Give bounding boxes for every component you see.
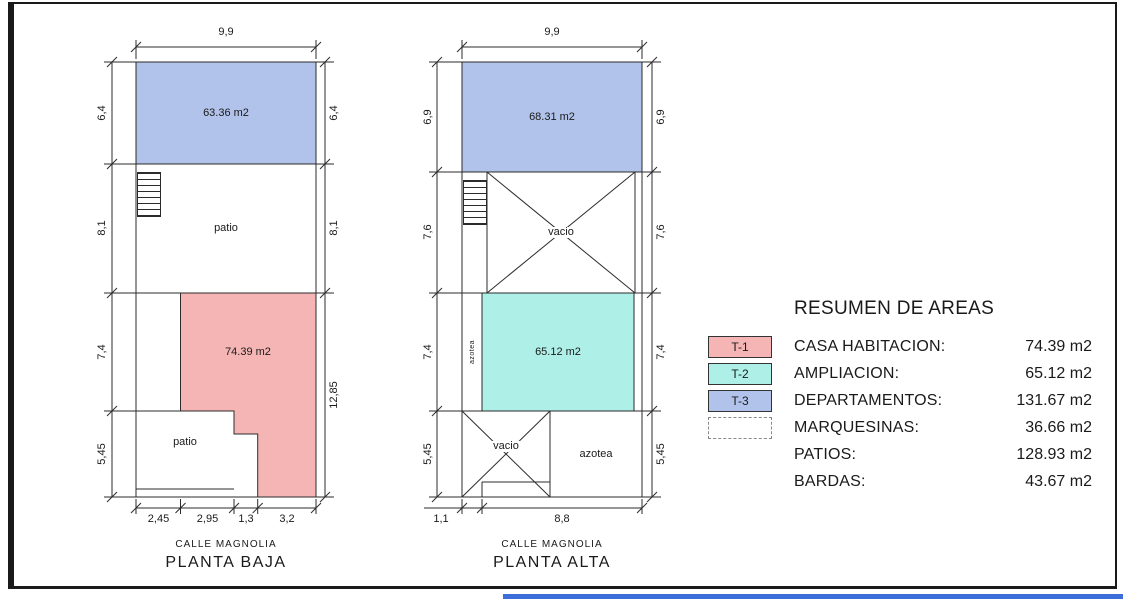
legend-label: CASA HABITACION: — [794, 337, 946, 355]
ampliacion-area — [481, 292, 635, 412]
dim-left-alta-0: 6,9 — [421, 109, 434, 125]
street-label-alta: CALLE MAGNOLIA — [501, 539, 603, 550]
legend-value: 128.93 m2 — [1016, 445, 1092, 463]
dim-left-baja-1: 8,1 — [95, 220, 108, 236]
legend: RESUMEN DE AREAS T-1 CASA HABITACION: 74… — [708, 298, 1092, 497]
area-label-departamentos-baja: 63.36 m2 — [203, 106, 249, 119]
street-label-baja: CALLE MAGNOLIA — [175, 539, 277, 550]
legend-row: T-2 AMPLIACION: 65.12 m2 — [708, 362, 1092, 385]
dim-left-baja-3: 5,45 — [95, 443, 108, 465]
legend-label: MARQUESINAS: — [794, 418, 920, 436]
departamentos-area-alta — [461, 61, 643, 173]
legend-row: T-3 DEPARTAMENTOS: 131.67 m2 — [708, 389, 1092, 412]
plan-baja-shapes — [135, 61, 317, 498]
dim-right-alta-0: 6,9 — [654, 109, 667, 125]
dim-right-baja-1: 8,1 — [327, 220, 340, 236]
legend-row: T-1 CASA HABITACION: 74.39 m2 — [708, 335, 1092, 358]
legend-value: 43.67 m2 — [1025, 472, 1092, 490]
dim-right-alta-1: 7,6 — [654, 224, 667, 240]
vacio-bottom-label: vacio — [462, 411, 550, 482]
dim-left-baja-0: 6,4 — [95, 105, 108, 121]
azotea-side-label: azotea — [468, 339, 476, 365]
vacio-mid-text: vacio — [545, 227, 577, 238]
legend-value: 131.67 m2 — [1016, 391, 1092, 409]
dim-left-baja-2: 7,4 — [95, 344, 108, 360]
dim-right-alta-2: 7,4 — [654, 344, 667, 360]
legend-value: 36.66 m2 — [1025, 418, 1092, 436]
dim-right-baja-0: 6,4 — [327, 105, 340, 121]
plan-alta-dimension-lines — [424, 40, 661, 514]
dim-top-baja: 9,9 — [218, 25, 234, 38]
legend-swatch-marquesinas — [708, 416, 772, 439]
legend-value: 74.39 m2 — [1025, 337, 1092, 355]
vacio-mid-label: vacio — [487, 172, 635, 293]
legend-row: MARQUESINAS: 36.66 m2 — [708, 416, 1092, 439]
plan-title-alta: PLANTA ALTA — [493, 554, 611, 571]
area-label-departamentos-alta: 68.31 m2 — [529, 110, 575, 123]
dim-bottom-baja-2: 1,3 — [238, 512, 254, 525]
area-label-casa: 74.39 m2 — [225, 345, 271, 358]
dim-top-alta: 9,9 — [544, 25, 560, 38]
legend-label: BARDAS: — [794, 472, 866, 490]
dim-left-alta-1: 7,6 — [421, 224, 434, 240]
legend-row: PATIOS: 128.93 m2 — [708, 443, 1092, 466]
drawing-frame — [8, 2, 1117, 589]
vacio-bottom-text: vacio — [490, 441, 522, 452]
staircase-hatch-baja — [137, 172, 161, 217]
legend-swatch-t2: T-2 — [708, 362, 772, 385]
legend-row: BARDAS: 43.67 m2 — [708, 470, 1092, 493]
patio-bottom-label: patio — [173, 435, 197, 448]
dim-right-alta-3: 5,45 — [654, 443, 667, 465]
dim-left-alta-2: 7,4 — [421, 344, 434, 360]
dim-left-alta-3: 5,45 — [421, 443, 434, 465]
patio-mid-label: patio — [214, 222, 238, 234]
dim-bottom-baja-1: 2,95 — [196, 512, 219, 525]
plan-title-baja: PLANTA BAJA — [165, 554, 287, 571]
legend-label: PATIOS: — [794, 445, 857, 463]
dim-bottom-baja-3: 3,2 — [279, 512, 295, 525]
legend-label: DEPARTAMENTOS: — [794, 391, 943, 409]
azotea-bottom-label: azotea — [579, 447, 613, 460]
plan-baja-dimension-lines — [104, 40, 334, 514]
legend-title: RESUMEN DE AREAS — [794, 298, 995, 319]
area-label-ampliacion: 65.12 m2 — [535, 345, 581, 358]
legend-label: AMPLIACION: — [794, 364, 900, 382]
dim-bottom-baja-0: 2,45 — [147, 512, 170, 525]
legend-value: 65.12 m2 — [1025, 364, 1092, 382]
dim-bottom-alta-0: 1,1 — [433, 512, 449, 525]
staircase-hatch-alta — [463, 180, 487, 225]
dim-bottom-alta-1: 8,8 — [554, 512, 570, 525]
plan-alta-shapes — [461, 61, 643, 498]
dim-right-baja-2: 12,85 — [327, 381, 340, 409]
legend-swatch-t3: T-3 — [708, 389, 772, 412]
window-edge-strip — [503, 594, 1123, 599]
legend-swatch-t1: T-1 — [708, 335, 772, 358]
